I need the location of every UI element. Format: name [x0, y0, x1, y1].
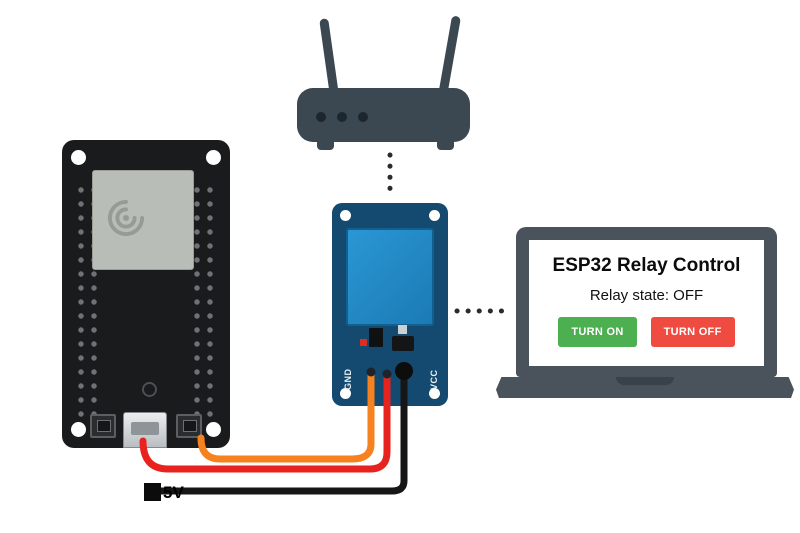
mounting-hole — [71, 150, 86, 165]
relay-control-webpage: ESP32 Relay Control Relay state: OFF TUR… — [529, 240, 764, 366]
board-logo-icon — [142, 382, 157, 397]
esp32-board — [62, 140, 230, 448]
wifi-router — [297, 88, 470, 142]
espressif-swirl-icon — [107, 199, 145, 237]
relay-block — [346, 228, 434, 326]
turn-on-button[interactable]: TURN ON — [558, 317, 637, 347]
router-led — [337, 112, 347, 122]
router-antenna-left-icon — [319, 18, 339, 97]
micro-usb-port — [123, 412, 167, 448]
power-5v-label: 5V — [163, 483, 184, 502]
router-foot — [317, 140, 334, 150]
relay-led — [360, 339, 367, 346]
mounting-hole — [206, 150, 221, 165]
relay-chip — [369, 328, 383, 347]
mounting-hole — [71, 422, 86, 437]
router-led — [316, 112, 326, 122]
boot-button — [90, 414, 116, 438]
relay-gnd-label: GND — [343, 368, 353, 391]
mounting-hole — [340, 210, 351, 221]
relay-transistor — [392, 336, 414, 351]
laptop-base — [496, 377, 794, 398]
mounting-hole — [429, 210, 440, 221]
button-row: TURN ON TURN OFF — [558, 317, 735, 347]
reset-button — [176, 414, 202, 438]
relay-state-text: Relay state: OFF — [589, 287, 704, 304]
router-led — [358, 112, 368, 122]
wifi-module-shield — [92, 170, 194, 270]
mounting-hole — [429, 388, 440, 399]
relay-component — [398, 325, 407, 334]
router-antenna-right-icon — [438, 15, 461, 97]
gpio-pins-right — [191, 184, 217, 422]
turn-off-button[interactable]: TURN OFF — [650, 317, 735, 347]
page-title: ESP32 Relay Control — [552, 255, 741, 276]
relay-module: GND VCC — [332, 203, 448, 406]
laptop-screen: ESP32 Relay Control Relay state: OFF TUR… — [516, 227, 777, 377]
mounting-hole — [206, 422, 221, 437]
laptop-base-notch — [616, 377, 674, 385]
relay-vcc-label: VCC — [429, 369, 439, 390]
power-connector — [144, 483, 161, 501]
router-foot — [437, 140, 454, 150]
